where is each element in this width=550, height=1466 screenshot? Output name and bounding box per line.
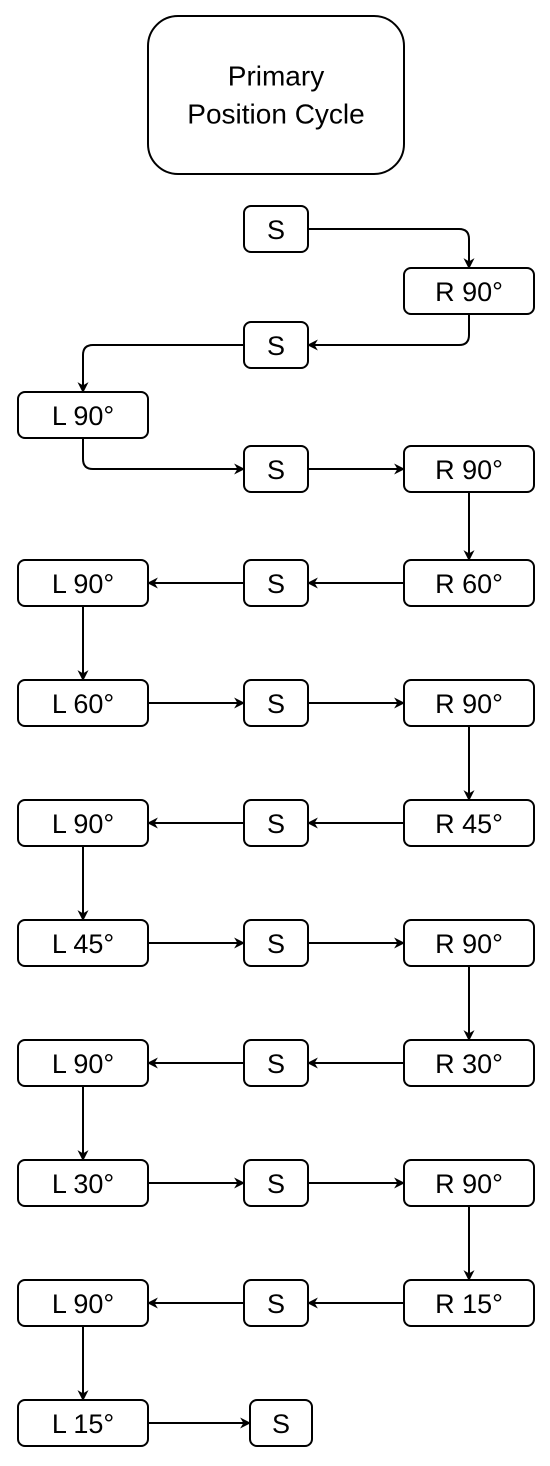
flow-node-l90e: L 90° [17,1279,149,1327]
flow-node-label: L 90° [52,809,114,839]
flow-node-box [17,1039,149,1087]
flow-node-box [403,267,535,315]
flow-node-box [403,559,535,607]
nodes: S R 90° S L 90° S R 90° R 60° S L 90° L 60° S R 90°… [17,205,535,1447]
flow-node-box [17,919,149,967]
flow-node-box [403,799,535,847]
flow-node-label: L 90° [52,1289,114,1319]
flow-node-box [17,391,149,439]
flow-node-label: S [267,689,285,719]
flow-node-label: L 30° [52,1169,114,1199]
flow-node-label: L 45° [52,929,114,959]
flow-node-l30: L 30° [17,1159,149,1207]
flow-node-s2: S [243,321,309,369]
flow-node-s10: S [243,1279,309,1327]
title-line-1: Primary [228,61,324,92]
flow-node-label: L 15° [52,1409,114,1439]
flow-node-label: S [267,1049,285,1079]
flow-node-box [249,1399,313,1447]
flow-node-box [403,445,535,493]
flow-arrow-l90a-to-s3 [82,438,246,475]
flow-node-label: S [267,215,285,245]
flow-node-label: R 90° [435,1169,503,1199]
flow-node-label: R 90° [435,929,503,959]
flow-node-r90e: R 90° [403,1159,535,1207]
flow-node-label: S [267,455,285,485]
flow-node-r45: R 45° [403,799,535,847]
flow-node-box [243,919,309,967]
flow-node-label: S [267,1169,285,1199]
flow-node-s4: S [243,559,309,607]
flow-node-box [243,205,309,253]
flow-node-label: L 90° [52,1049,114,1079]
flow-node-r60: R 60° [403,559,535,607]
flow-node-s5: S [243,679,309,727]
flow-node-l90c: L 90° [17,799,149,847]
flow-node-box [17,559,149,607]
flow-node-box [243,1039,309,1087]
flow-node-box [403,679,535,727]
flow-node-box [17,679,149,727]
flow-node-l90b: L 90° [17,559,149,607]
flow-node-label: L 90° [52,401,114,431]
flow-node-label: R 15° [435,1289,503,1319]
flow-node-box [243,321,309,369]
flow-node-r90d: R 90° [403,919,535,967]
flow-node-s7: S [243,919,309,967]
flow-node-box [403,1039,535,1087]
flow-node-label: R 90° [435,277,503,307]
flow-node-label: S [267,929,285,959]
flow-node-box [17,1399,149,1447]
title-box [147,15,405,175]
flow-node-label: L 90° [52,569,114,599]
flow-node-label: S [267,1289,285,1319]
flow-node-box [403,919,535,967]
flow-node-l45: L 45° [17,919,149,967]
flow-node-s11: S [249,1399,313,1447]
flow-node-s3: S [243,445,309,493]
flow-node-r90a: R 90° [403,267,535,315]
flow-node-label: S [267,331,285,361]
flow-node-s8: S [243,1039,309,1087]
flow-node-box [17,1159,149,1207]
flow-node-box [243,1159,309,1207]
flow-node-label: R 45° [435,809,503,839]
flow-node-box [403,1159,535,1207]
flow-node-box [243,679,309,727]
title-node: Primary Position Cycle [147,15,405,175]
flow-node-box [243,559,309,607]
flow-node-r30: R 30° [403,1039,535,1087]
flow-node-l60: L 60° [17,679,149,727]
flow-node-s1: S [243,205,309,253]
flow-node-box [243,1279,309,1327]
flow-node-r90c: R 90° [403,679,535,727]
flow-node-box [403,1279,535,1327]
flow-node-s9: S [243,1159,309,1207]
flow-node-label: R 90° [435,455,503,485]
flow-node-label: S [267,569,285,599]
flow-node-label: R 90° [435,689,503,719]
flow-node-s6: S [243,799,309,847]
flow-node-r15: R 15° [403,1279,535,1327]
flow-node-label: L 60° [52,689,114,719]
flow-node-box [243,445,309,493]
flow-node-box [17,1279,149,1327]
flow-node-label: R 60° [435,569,503,599]
flow-node-l90a: L 90° [17,391,149,439]
flow-node-label: S [267,809,285,839]
flow-arrow-s2-to-l90a [77,344,244,394]
flow-arrow-r90a-to-s2 [306,314,470,351]
flow-node-r90b: R 90° [403,445,535,493]
flow-node-box [17,799,149,847]
flow-arrow-s1-to-r90a [308,228,475,270]
flow-node-l15: L 15° [17,1399,149,1447]
flow-node-label: S [272,1409,290,1439]
title-line-2: Position Cycle [187,99,364,130]
flow-node-box [243,799,309,847]
edges [77,228,475,1429]
flow-node-l90d: L 90° [17,1039,149,1087]
flow-node-label: R 30° [435,1049,503,1079]
